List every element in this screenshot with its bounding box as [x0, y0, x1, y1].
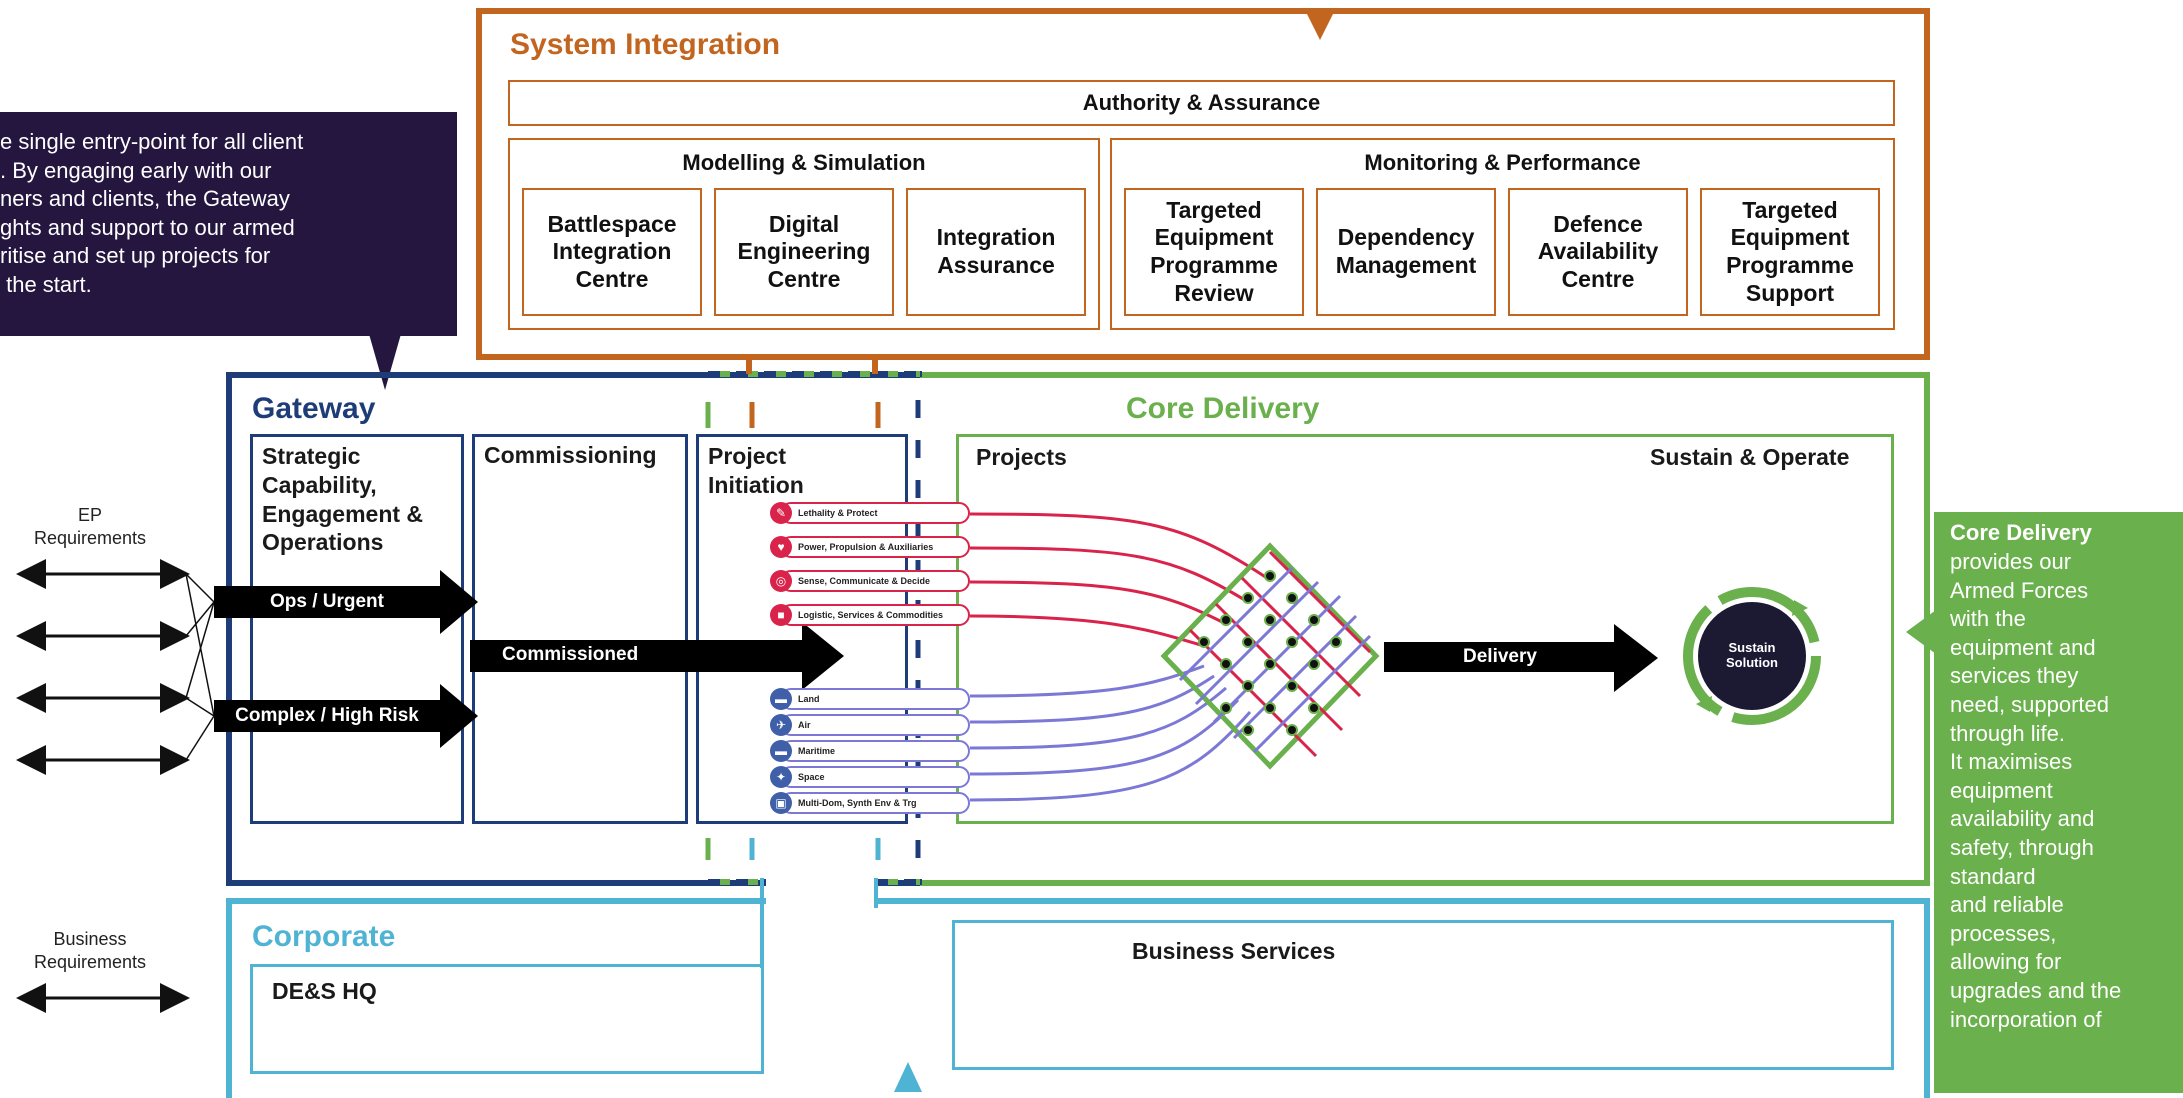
commissioning-label: Commissioning [484, 442, 657, 468]
lethality-icon: ✎ [770, 502, 792, 524]
core-callout-title: Core Delivery [1950, 520, 2092, 545]
corporate-divider [766, 878, 878, 904]
hq-box-top [250, 964, 764, 967]
ops-urgent-arrowhead-icon [440, 570, 478, 634]
pill-logistic-services: ■ Logistic, Services & Commodities [770, 604, 970, 626]
multi-domain-icon: ▣ [770, 792, 792, 814]
gateway-callout-text: e single entry-point for all client . By… [0, 129, 304, 297]
corporate-right-line [874, 878, 878, 908]
hq-label: DE&S HQ [272, 978, 377, 1004]
commissioned-arrowhead-icon [802, 622, 844, 690]
land-icon: ▬ [770, 688, 792, 710]
core-delivery-title: Core Delivery [1126, 392, 1320, 425]
delivery-arrow: Delivery [1384, 642, 1616, 672]
complex-high-risk-arrow: Complex / High Risk [214, 700, 440, 732]
modelling-simulation-title: Modelling & Simulation [682, 150, 926, 175]
pill-label: Multi-Dom, Synth Env & Trg [798, 798, 917, 808]
air-icon: ✈ [770, 714, 792, 736]
targeted-equipment-programme-review: Targeted Equipment Programme Review [1124, 188, 1304, 316]
si-connector-right [872, 354, 878, 374]
core-callout: Core Delivery provides our Armed Forces … [1934, 512, 2183, 1093]
projects-sustain-box [956, 434, 1894, 824]
gateway-frame [226, 372, 926, 886]
pill-multi-domain: ▣ Multi-Dom, Synth Env & Trg [770, 792, 970, 814]
ep-requirements-label: EP Requirements [33, 505, 147, 548]
corporate-left-line [760, 878, 764, 968]
corporate-title: Corporate [252, 920, 396, 953]
sustain-cycle-icon [1683, 587, 1821, 725]
projects-label: Projects [976, 444, 1067, 470]
monitoring-performance-group [1110, 138, 1895, 330]
complex-arrowhead-icon [440, 684, 478, 748]
bottom-pointer-icon [894, 1062, 922, 1092]
pill-air: ✈ Air [770, 714, 970, 736]
business-services-box [952, 920, 1894, 1070]
gateway-callout-pointer-icon [369, 334, 401, 390]
ops-urgent-arrow: Ops / Urgent [214, 586, 440, 618]
monitoring-performance-title: Monitoring & Performance [1364, 150, 1641, 175]
hq-box [250, 964, 764, 1074]
core-callout-pointer-icon [1906, 610, 1936, 654]
pill-label: Sense, Communicate & Decide [798, 576, 931, 586]
pill-label: Air [798, 720, 811, 730]
delivery-label: Delivery [1463, 646, 1537, 667]
pill-lethality-protect: ✎ Lethality & Protect [770, 502, 970, 524]
top-arrow-icon [1304, 8, 1336, 40]
ship-icon: ▬ [770, 740, 792, 762]
complex-high-risk-label: Complex / High Risk [235, 705, 419, 726]
project-initiation-box [696, 434, 908, 824]
pill-label: Logistic, Services & Commodities [798, 610, 944, 620]
sustain-operate-label: Sustain & Operate [1650, 444, 1850, 470]
corporate-frame [226, 898, 1930, 1098]
commissioned-label: Commissioned [502, 644, 639, 665]
pill-sense-communicate: ◎ Sense, Communicate & Decide [770, 570, 970, 592]
satellite-icon: ✦ [770, 766, 792, 788]
system-integration-title: System Integration [510, 28, 781, 61]
flow-lattice [969, 512, 1380, 802]
business-services-label: Business Services [1132, 938, 1336, 964]
sensor-icon: ◎ [770, 570, 792, 592]
pill-maritime: ▬ Maritime [770, 740, 970, 762]
pill-label: Power, Propulsion & Auxiliaries [798, 542, 934, 552]
system-integration-frame [476, 8, 1930, 360]
modelling-simulation-group [508, 138, 1100, 330]
core-callout-body: provides our Armed Forces with the equip… [1950, 549, 2122, 1032]
pill-label: Land [798, 694, 820, 704]
ops-urgent-label: Ops / Urgent [269, 591, 384, 612]
truck-icon: ■ [770, 604, 792, 626]
delivery-arrowhead-icon [1614, 624, 1658, 692]
targeted-equipment-programme-support: Targeted Equipment Programme Support [1700, 188, 1880, 316]
commissioned-arrow: Commissioned [470, 640, 804, 672]
gateway-callout [0, 112, 457, 336]
integration-assurance: Integration Assurance [906, 188, 1086, 316]
strategic-capability-label: Strategic Capability, Engagement & Opera… [262, 443, 424, 556]
sustain-solution-label: Sustain Solution [1726, 640, 1778, 670]
battlespace-integration-centre: Battlespace Integration Centre [522, 188, 702, 316]
pill-label: Maritime [798, 746, 836, 756]
dependency-management: Dependency Management [1316, 188, 1496, 316]
authority-assurance-box: Authority & Assurance [508, 80, 1895, 126]
defence-availability-centre: Defence Availability Centre [1508, 188, 1688, 316]
left-arrows [16, 559, 215, 1013]
pill-label: Lethality & Protect [798, 508, 878, 518]
digital-engineering-centre: Digital Engineering Centre [714, 188, 894, 316]
business-requirements-label: Business Requirements [33, 929, 147, 972]
pill-land: ▬ Land [770, 688, 970, 710]
heart-icon: ♥ [770, 536, 792, 558]
pill-power-propulsion: ♥ Power, Propulsion & Auxiliaries [770, 536, 970, 558]
pill-space: ✦ Space [770, 766, 970, 788]
si-connector-left [746, 354, 752, 374]
gateway-title: Gateway [252, 392, 376, 425]
commissioning-box [472, 434, 688, 824]
project-initiation-label: Project Initiation [708, 443, 804, 498]
overlap-connectors [705, 371, 922, 885]
pill-label: Space [798, 772, 825, 782]
